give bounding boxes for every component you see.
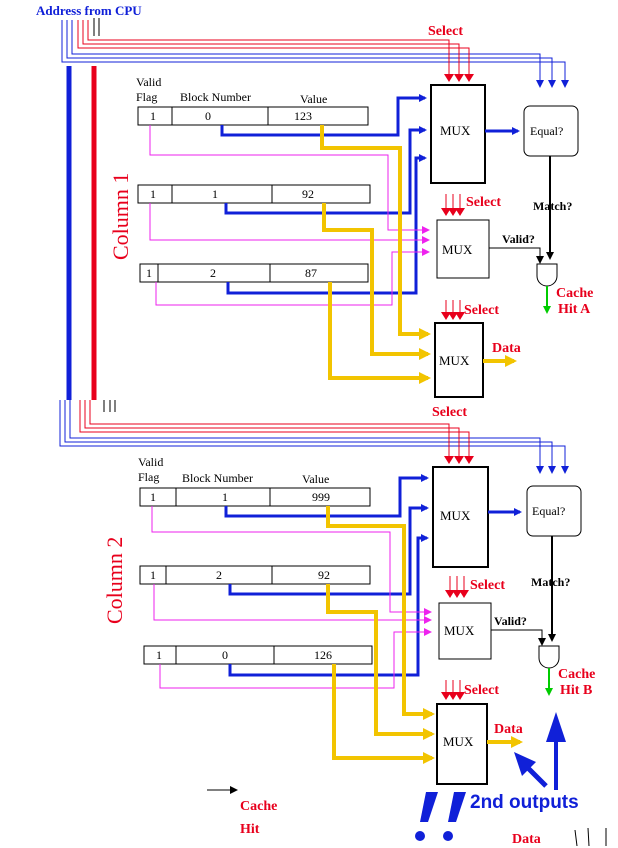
data-mux bbox=[434, 322, 484, 398]
valid-q-label: Valid? bbox=[502, 232, 535, 246]
mux-label: MUX bbox=[440, 508, 471, 523]
arrow-up-icon bbox=[546, 712, 566, 790]
cache-row: 1 2 92 bbox=[139, 565, 371, 585]
address-mux bbox=[430, 84, 486, 184]
flag-header: Flag bbox=[136, 90, 157, 104]
value-cell: 123 bbox=[294, 109, 312, 123]
valid-mux bbox=[438, 602, 492, 660]
select-label: Select bbox=[466, 195, 501, 210]
valid-flag: 1 bbox=[150, 187, 156, 201]
block-number-header: Block Number bbox=[180, 90, 251, 104]
cache-row: 1 1 999 bbox=[139, 487, 371, 507]
bottom-data-label: Data bbox=[512, 832, 541, 847]
block-number: 0 bbox=[222, 648, 228, 662]
block-number: 2 bbox=[216, 568, 222, 582]
equal-comparator bbox=[526, 485, 582, 537]
mux-label: MUX bbox=[442, 242, 473, 257]
column-1-label: Column 1 bbox=[108, 173, 133, 260]
mux-label: MUX bbox=[439, 353, 470, 368]
valid-mux bbox=[436, 219, 490, 279]
mux-label: MUX bbox=[443, 734, 474, 749]
equal-label: Equal? bbox=[532, 504, 565, 518]
column-2-label: Column 2 bbox=[102, 537, 127, 624]
valid-flag: 1 bbox=[146, 266, 152, 280]
value-header: Value bbox=[302, 472, 329, 486]
data-label: Data bbox=[494, 722, 523, 737]
legend-hit: Hit bbox=[240, 822, 260, 837]
valid-header: Valid bbox=[138, 455, 163, 469]
address-mux bbox=[432, 466, 489, 568]
valid-header: Valid bbox=[136, 75, 161, 89]
legend-cache: Cache bbox=[240, 799, 277, 814]
data-label: Data bbox=[492, 341, 521, 356]
block-number: 1 bbox=[222, 490, 228, 504]
match-label: Match? bbox=[533, 199, 572, 213]
block-number: 0 bbox=[205, 109, 211, 123]
cache-hit-a-line1: Cache bbox=[556, 286, 593, 301]
valid-flag: 1 bbox=[150, 568, 156, 582]
cache-row: 1 0 123 bbox=[137, 106, 369, 126]
block-number: 1 bbox=[212, 187, 218, 201]
address-bus-bottom bbox=[59, 400, 569, 474]
cache-row: 1 2 87 bbox=[139, 263, 369, 283]
cache-row: 1 1 92 bbox=[137, 184, 371, 204]
cache-hit-b-line2: Hit B bbox=[560, 683, 592, 698]
value-cell: 87 bbox=[305, 266, 317, 280]
value-cell: 999 bbox=[312, 490, 330, 504]
address-bus-top bbox=[61, 18, 569, 88]
match-label: Match? bbox=[531, 575, 570, 589]
and-gate bbox=[538, 645, 560, 669]
select-label-top: Select bbox=[428, 24, 463, 39]
legend: Cache Hit bbox=[207, 786, 277, 837]
cache-hit-a-line2: Hit A bbox=[558, 302, 591, 317]
exclamation-icon bbox=[415, 792, 438, 841]
cache-row: 1 0 126 bbox=[143, 645, 373, 665]
flag-header: Flag bbox=[138, 470, 159, 484]
valid-flag: 1 bbox=[150, 490, 156, 504]
value-cell: 126 bbox=[314, 648, 332, 662]
column-1: Column 1 Valid Flag Block Number Value 1… bbox=[108, 75, 593, 398]
select-label: Select bbox=[464, 303, 499, 318]
valid-flag: 1 bbox=[150, 109, 156, 123]
value-cell: 92 bbox=[318, 568, 330, 582]
value-cell: 92 bbox=[302, 187, 314, 201]
column-2: Column 2 Valid Flag Block Number Value 1… bbox=[102, 455, 595, 785]
value-header: Value bbox=[300, 92, 327, 106]
second-outputs-label: 2nd outputs bbox=[470, 792, 579, 813]
mux-label: MUX bbox=[444, 623, 475, 638]
address-label: Address from CPU bbox=[36, 3, 142, 18]
mux-label: MUX bbox=[440, 123, 471, 138]
cache-hit-b-line1: Cache bbox=[558, 667, 595, 682]
valid-flag: 1 bbox=[156, 648, 162, 662]
equal-label: Equal? bbox=[530, 124, 563, 138]
block-number: 2 bbox=[210, 266, 216, 280]
select-label: Select bbox=[464, 683, 499, 698]
block-number-header: Block Number bbox=[182, 471, 253, 485]
select-label-col2-top: Select bbox=[432, 405, 467, 420]
and-gate bbox=[536, 263, 558, 287]
arrow-diagonal-icon bbox=[514, 752, 548, 788]
valid-q-label: Valid? bbox=[494, 614, 527, 628]
exclamation-icon bbox=[443, 792, 466, 841]
select-label: Select bbox=[470, 578, 505, 593]
